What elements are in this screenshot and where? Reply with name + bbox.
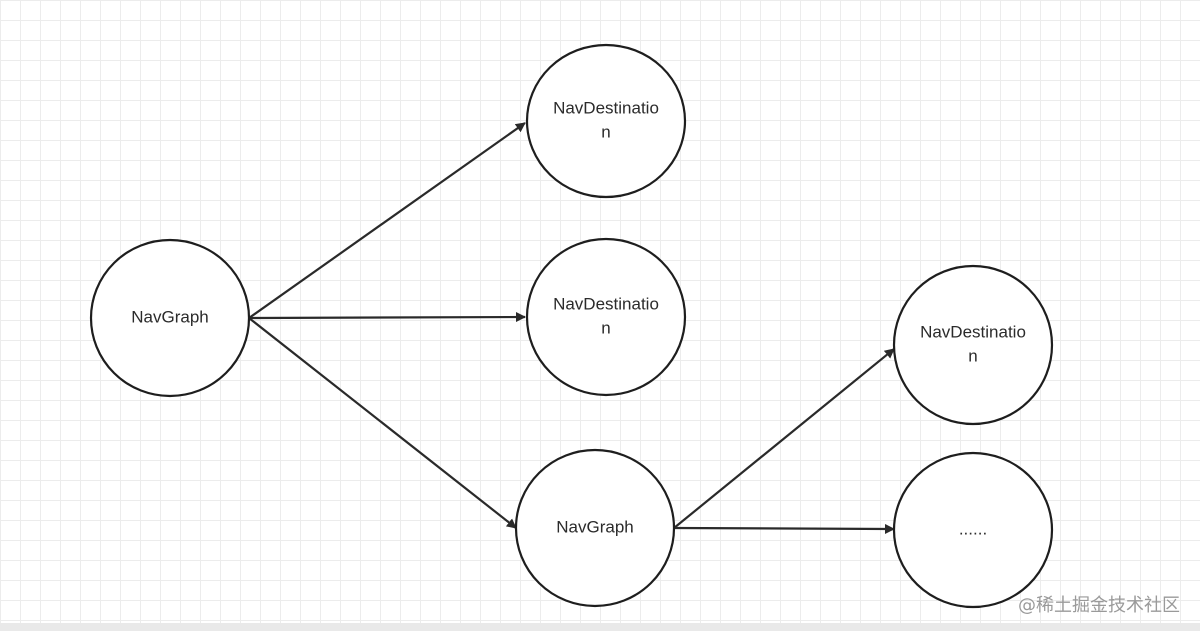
node-dest1: NavDestinatio n (525, 43, 687, 199)
node-label: NavDestinatio (553, 98, 659, 117)
node-circle (514, 448, 676, 608)
edge-root-to-graph2 (248, 317, 517, 529)
edges-layer (248, 122, 895, 534)
node-label: n (601, 318, 610, 337)
edge-root-to-dest1 (248, 122, 526, 319)
node-label: NavDestinatio (920, 322, 1026, 341)
edge-graph2-to-more (673, 523, 895, 534)
node-circle (525, 43, 687, 199)
node-label: NavGraph (556, 517, 633, 536)
nodes-layer: NavGraphNavDestinationNavDestinationNavG… (89, 43, 1054, 609)
node-dest2: NavDestinatio n (525, 237, 687, 397)
node-circle (892, 451, 1054, 609)
node-circle (892, 264, 1054, 426)
node-circle (89, 238, 251, 398)
node-dest3: NavDestinatio n (892, 264, 1054, 426)
node-label: NavGraph (131, 307, 208, 326)
watermark: @稀土掘金技术社区 (1018, 595, 1180, 616)
node-more: ...... (892, 451, 1054, 609)
node-circle (525, 237, 687, 397)
node-label: ...... (959, 519, 987, 538)
edge-graph2-to-dest3 (673, 348, 895, 529)
node-label: NavDestinatio (553, 294, 659, 313)
node-label: n (601, 122, 610, 141)
node-label: n (968, 346, 977, 365)
edge-root-to-dest2 (248, 312, 526, 323)
bottom-bar (0, 623, 1200, 631)
node-root: NavGraph (89, 238, 251, 398)
node-graph2: NavGraph (514, 448, 676, 608)
